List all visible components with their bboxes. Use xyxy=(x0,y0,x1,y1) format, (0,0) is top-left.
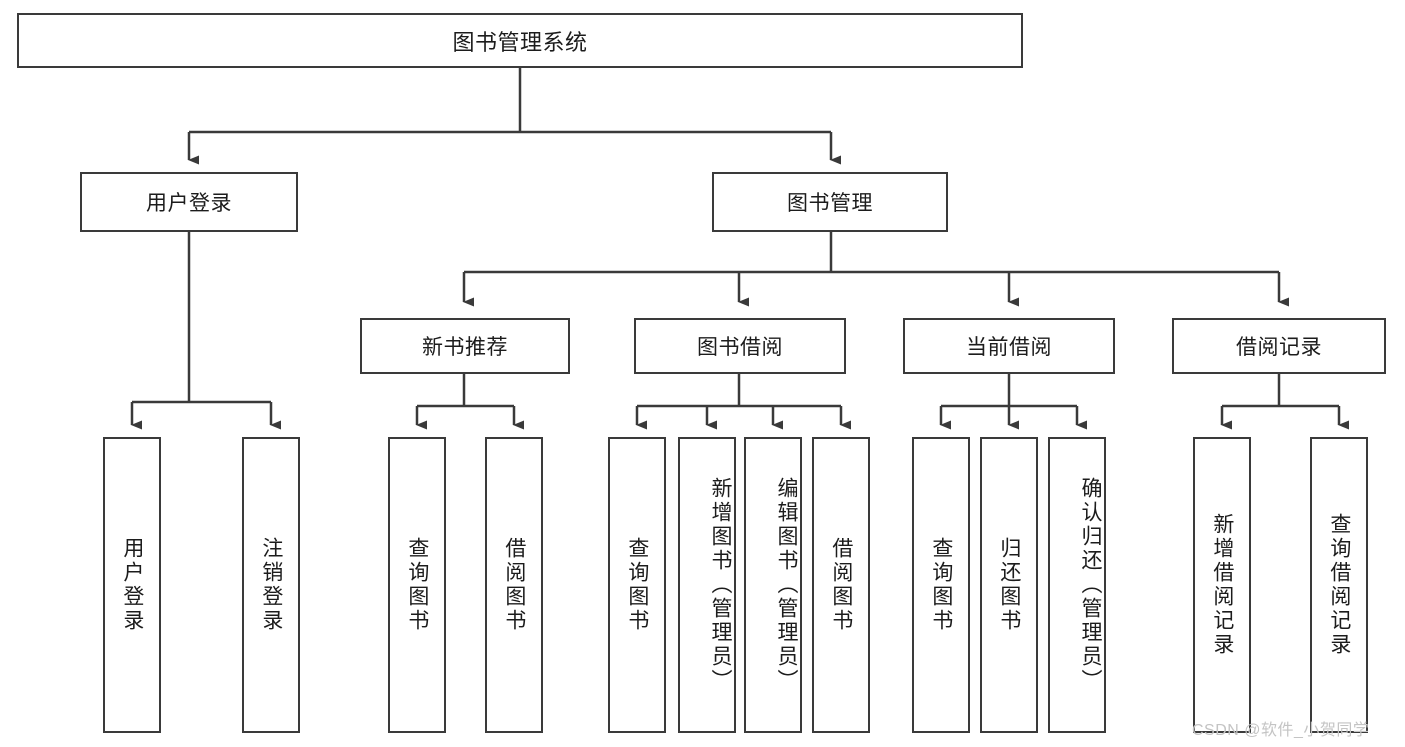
leaf-query-book-borrow-label: 查询图书 xyxy=(625,537,649,633)
leaf-query-borrow-record-label: 查询借阅记录 xyxy=(1327,513,1351,657)
edge-bookmgmt-to-level3 xyxy=(462,232,1289,307)
node-borrow-record-label: 借阅记录 xyxy=(1236,336,1322,359)
edge-borrow-to-leaves xyxy=(635,374,851,430)
edge-newbook-to-leaves xyxy=(415,374,524,430)
leaf-query-borrow-record[interactable]: 查询借阅记录 xyxy=(1310,437,1368,733)
leaf-add-borrow-record[interactable]: 新增借阅记录 xyxy=(1193,437,1251,733)
leaf-edit-book[interactable]: 编辑图书（管理员） xyxy=(744,437,802,733)
node-book-management[interactable]: 图书管理 xyxy=(712,172,948,232)
node-book-borrow[interactable]: 图书借阅 xyxy=(634,318,846,374)
node-borrow-record[interactable]: 借阅记录 xyxy=(1172,318,1386,374)
node-new-book-recommend[interactable]: 新书推荐 xyxy=(360,318,570,374)
leaf-query-book-newbook[interactable]: 查询图书 xyxy=(388,437,446,733)
leaf-user-login[interactable]: 用户登录 xyxy=(103,437,161,733)
leaf-return-book-label: 归还图书 xyxy=(997,537,1021,633)
node-new-book-recommend-label: 新书推荐 xyxy=(422,336,508,359)
leaf-add-borrow-record-label: 新增借阅记录 xyxy=(1210,513,1234,657)
leaf-borrow-book-borrow-label: 借阅图书 xyxy=(829,537,853,633)
leaf-query-book-current-label: 查询图书 xyxy=(929,537,953,633)
edge-current-to-leaves xyxy=(939,374,1087,430)
node-user-login[interactable]: 用户登录 xyxy=(80,172,298,232)
edge-record-to-leaves xyxy=(1220,374,1349,430)
leaf-query-book-newbook-label: 查询图书 xyxy=(405,537,429,633)
leaf-return-book[interactable]: 归还图书 xyxy=(980,437,1038,733)
edge-root-to-level2 xyxy=(187,68,841,165)
node-current-borrow-label: 当前借阅 xyxy=(966,336,1052,359)
leaf-add-book[interactable]: 新增图书（管理员） xyxy=(678,437,736,733)
leaf-add-book-label: 新增图书（管理员） xyxy=(709,477,732,693)
leaf-confirm-return[interactable]: 确认归还（管理员） xyxy=(1048,437,1106,733)
leaf-borrow-book-newbook[interactable]: 借阅图书 xyxy=(485,437,543,733)
node-current-borrow[interactable]: 当前借阅 xyxy=(903,318,1115,374)
leaf-user-login-label: 用户登录 xyxy=(120,537,144,633)
node-book-management-label: 图书管理 xyxy=(787,192,873,215)
leaf-confirm-return-label: 确认归还（管理员） xyxy=(1079,477,1102,693)
node-user-login-label: 用户登录 xyxy=(146,192,232,215)
leaf-borrow-book-newbook-label: 借阅图书 xyxy=(502,537,526,633)
leaf-borrow-book-borrow[interactable]: 借阅图书 xyxy=(812,437,870,733)
leaf-query-book-borrow[interactable]: 查询图书 xyxy=(608,437,666,733)
leaf-user-logout-label: 注销登录 xyxy=(259,537,283,633)
leaf-edit-book-label: 编辑图书（管理员） xyxy=(775,477,798,693)
node-book-borrow-label: 图书借阅 xyxy=(697,336,783,359)
node-root-label: 图书管理系统 xyxy=(452,29,588,55)
leaf-user-logout[interactable]: 注销登录 xyxy=(242,437,300,733)
leaf-query-book-current[interactable]: 查询图书 xyxy=(912,437,970,733)
edge-login-to-leaves xyxy=(130,232,281,430)
node-root[interactable]: 图书管理系统 xyxy=(17,13,1023,68)
